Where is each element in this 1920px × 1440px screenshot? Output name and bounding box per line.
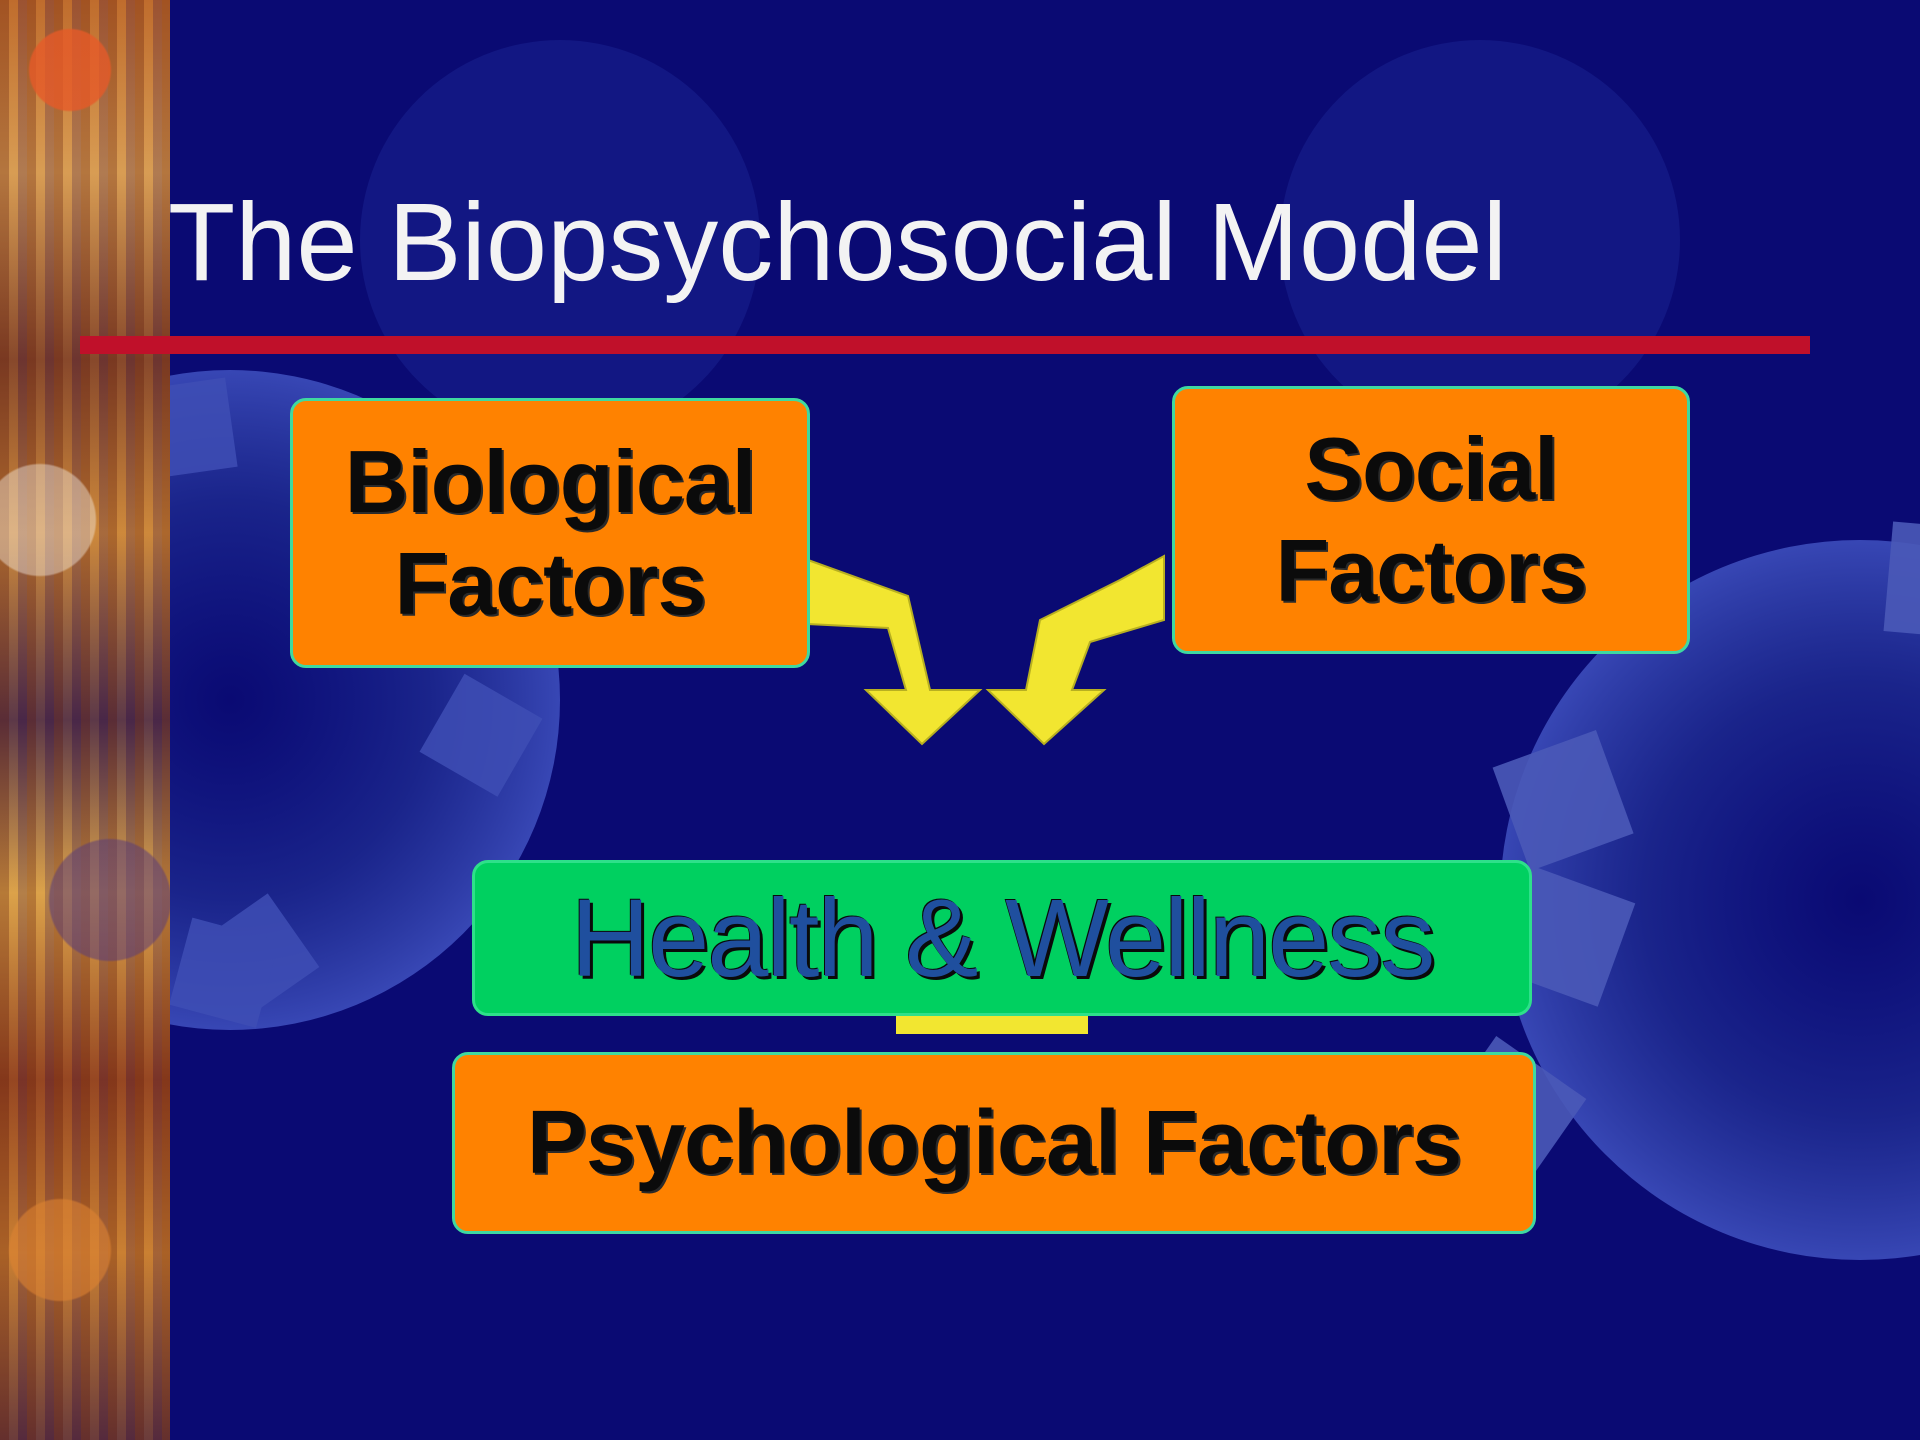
decorative-side-strip [0, 0, 170, 1440]
psychological-factors-label: Psychological Factors [526, 1092, 1462, 1193]
social-line1: Social [1304, 419, 1558, 518]
biological-factors-box: Biological Factors [290, 398, 810, 668]
psychological-factors-box: Psychological Factors [452, 1052, 1536, 1234]
arrow-biological-to-health [807, 558, 983, 746]
health-psych-connector [896, 1012, 1088, 1034]
social-factors-box: Social Factors [1172, 386, 1690, 654]
biological-line2: Factors [394, 534, 707, 633]
biological-line1: Biological [344, 432, 756, 531]
title-divider [80, 336, 1810, 354]
health-wellness-label: Health & Wellness [570, 876, 1436, 1000]
arrow-social-to-health [985, 554, 1165, 746]
health-wellness-box: Health & Wellness [472, 860, 1532, 1016]
social-line2: Factors [1275, 521, 1588, 620]
slide-title: The Biopsychosocial Model [168, 181, 1508, 304]
